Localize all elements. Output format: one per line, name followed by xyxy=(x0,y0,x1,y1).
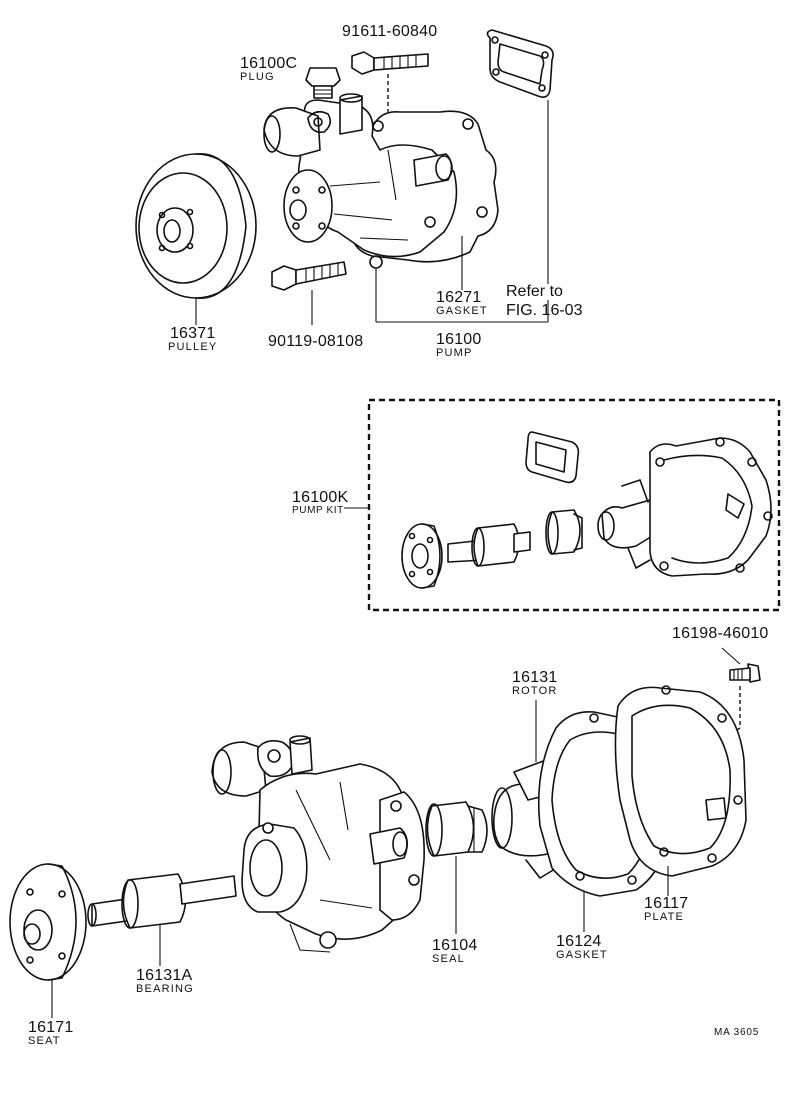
plate-drawing xyxy=(614,685,747,896)
pulley-drawing xyxy=(135,153,257,325)
reference-line-1: Refer to xyxy=(506,283,563,300)
pulley-part-number: 16371 xyxy=(169,325,216,342)
bearing-drawing xyxy=(87,873,237,966)
plate-label: 16117 PLATE xyxy=(644,896,688,923)
plug-part-name: PLUG xyxy=(240,71,275,83)
pump-kit-label: 16100K PUMP KIT xyxy=(292,490,348,516)
pulley-label: 16371 PULLEY xyxy=(168,326,217,353)
top-gasket-drawing xyxy=(486,29,554,322)
rotor-label: 16131 ROTOR xyxy=(512,670,558,697)
seal-label: 16104 SEAL xyxy=(432,938,478,965)
bottom-gasket-label: 16124 GASKET xyxy=(556,934,608,961)
reference-line-2: FIG. 16-03 xyxy=(506,302,583,319)
bottom-gasket-part-number: 16124 xyxy=(556,933,602,950)
bearing-part-name: BEARING xyxy=(136,983,194,995)
plate-part-number: 16117 xyxy=(644,895,689,912)
top-bolt-part-number: 91611-60840 xyxy=(342,23,438,40)
drawing-code: MA 3605 xyxy=(714,1027,760,1038)
rotor-part-number: 16131 xyxy=(512,669,558,686)
seat-part-number: 16171 xyxy=(28,1019,74,1036)
seal-part-name: SEAL xyxy=(432,953,465,965)
pulley-part-name: PULLEY xyxy=(168,341,218,353)
pump-kit-part-number: 16100K xyxy=(292,489,349,506)
pump-part-number: 16100 xyxy=(436,331,482,348)
plug-part-number: 16100C xyxy=(240,55,298,72)
seal-drawing xyxy=(425,801,488,934)
bottom-bolt-part-number: 90119-08108 xyxy=(268,333,364,350)
plate-part-name: PLATE xyxy=(644,911,685,923)
plug-label: 16100C PLUG xyxy=(240,56,297,83)
top-gasket-part-name: GASKET xyxy=(436,305,488,317)
pump-body-bottom-drawing xyxy=(211,735,425,953)
top-gasket-part-number: 16271 xyxy=(436,289,482,306)
pump-part-name: PUMP xyxy=(436,347,473,359)
bottom-gasket-part-name: GASKET xyxy=(556,949,608,961)
seal-part-number: 16104 xyxy=(432,937,478,954)
pump-label: 16100 PUMP xyxy=(436,332,482,359)
bottom-bolt-drawing xyxy=(271,261,347,325)
top-bolt-drawing xyxy=(351,51,429,118)
bearing-part-number: 16131A xyxy=(136,967,193,984)
seat-label: 16171 SEAT xyxy=(28,1020,74,1047)
screw-part-number: 16198-46010 xyxy=(672,625,769,642)
pump-kit-box xyxy=(344,398,781,612)
bearing-label: 16131A BEARING xyxy=(136,968,194,995)
top-gasket-label: 16271 GASKET xyxy=(436,290,488,317)
seat-drawing xyxy=(9,863,87,1018)
plug-drawing xyxy=(305,67,341,99)
reference-note: Refer to FIG. 16-03 xyxy=(506,284,582,319)
pump-kit-part-name: PUMP KIT xyxy=(292,505,344,516)
rotor-part-name: ROTOR xyxy=(512,685,558,697)
pump-body-top-drawing xyxy=(263,93,548,323)
seat-part-name: SEAT xyxy=(28,1035,61,1047)
